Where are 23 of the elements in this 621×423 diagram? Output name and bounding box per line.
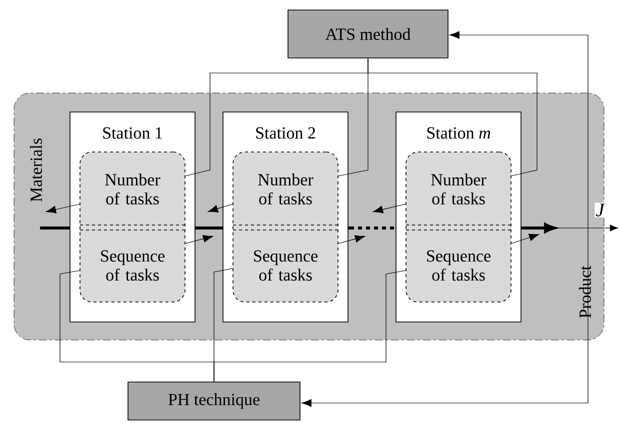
arrow	[510, 234, 540, 244]
task-panel	[406, 152, 512, 302]
task-field: Sequence of tasks	[80, 230, 186, 281]
arrow	[184, 235, 214, 244]
task-panel	[80, 152, 186, 302]
edge-label: J	[594, 202, 606, 218]
arrow	[449, 31, 588, 228]
arrow	[604, 224, 618, 232]
method-box: ATS method	[288, 10, 448, 58]
task-field: Sequence of tasks	[406, 230, 512, 281]
task-field: Number of tasks	[232, 174, 338, 226]
task-field: Number of tasks	[406, 174, 512, 226]
arrow	[301, 228, 588, 407]
connector-line	[368, 58, 538, 176]
arrow	[46, 204, 80, 214]
connector-line	[214, 270, 406, 382]
method-box: PH technique	[128, 382, 300, 420]
task-panel	[232, 152, 338, 302]
task-field: Number of tasks	[80, 174, 186, 226]
arrow	[372, 204, 406, 214]
task-field: Sequence of tasks	[232, 230, 338, 281]
arrow	[208, 204, 234, 212]
arrow	[338, 235, 366, 244]
